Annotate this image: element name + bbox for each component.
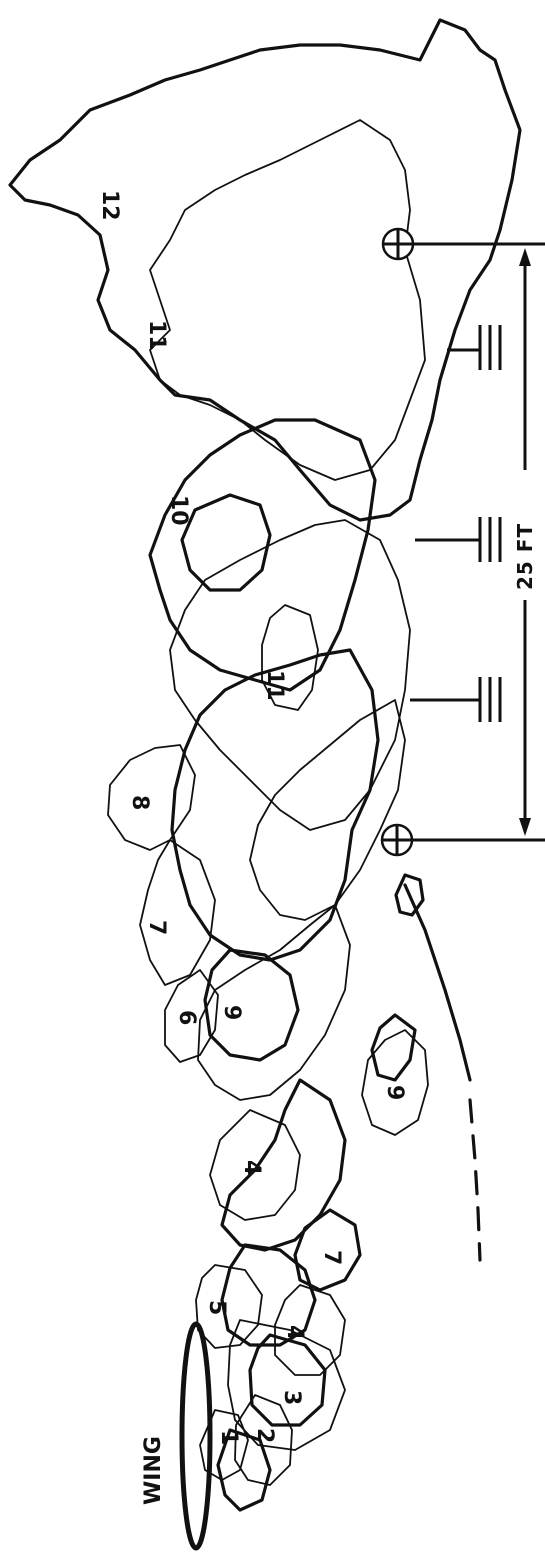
outline-label: 3 [279, 1390, 304, 1405]
outline-label: 11 [262, 670, 287, 701]
outline-label: 6 [174, 1010, 199, 1025]
outline-label: 4 [282, 1325, 307, 1340]
outline-label: 4 [239, 1160, 264, 1175]
outline-label: 11 [144, 320, 169, 351]
wing-label: WING [141, 1436, 166, 1505]
outline-label: 12 [97, 190, 122, 221]
outline-label: 9 [382, 1085, 407, 1100]
outline-mid-band [198, 905, 350, 1100]
outline-11-lower [170, 520, 410, 830]
outline-label: 7 [319, 1250, 344, 1265]
outline-10-core [182, 495, 270, 590]
sensor-gauge-3 [410, 677, 500, 722]
dimension-label: 25 FT [513, 523, 537, 590]
outline-label: 8 [127, 795, 152, 810]
outline-middle-b [250, 700, 405, 920]
outline-11-upper [150, 120, 425, 480]
outline-label: 2 [252, 1428, 277, 1443]
tip-trail-dash [470, 1100, 480, 1260]
tip-trail-line [405, 885, 470, 1080]
ground-markers [382, 229, 500, 855]
outline-3 [250, 1335, 325, 1425]
outline-label: 7 [144, 920, 169, 935]
tip-trail [405, 885, 480, 1260]
outline-label: 1 [216, 1430, 241, 1445]
outline-label: 10 [166, 495, 191, 526]
target-marker-lower [382, 825, 412, 855]
sensor-gauge-2 [415, 517, 500, 562]
outline-label: 5 [204, 1300, 229, 1315]
wing: WING [141, 1324, 210, 1548]
target-marker-upper [383, 229, 413, 259]
outline-label: 9 [219, 1005, 244, 1020]
outline-12 [10, 20, 520, 520]
wing-shape [182, 1324, 210, 1548]
